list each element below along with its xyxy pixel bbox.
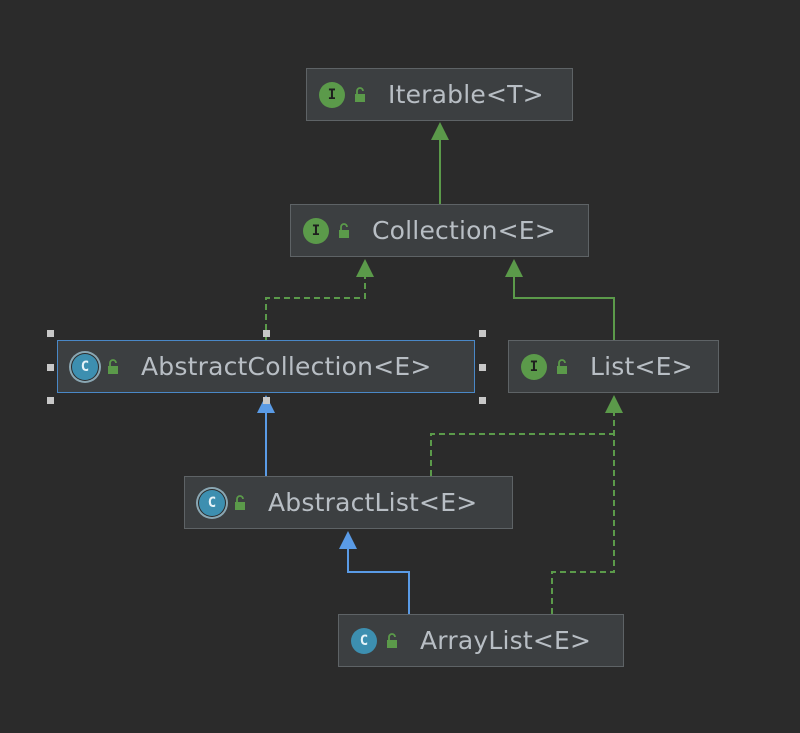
edge-array-list-to-list xyxy=(551,395,623,614)
node-abstract-list[interactable]: C AbstractList<E> xyxy=(184,476,513,529)
edge-list-to-collection xyxy=(505,259,615,340)
interface-icon: I xyxy=(303,217,329,244)
node-label: List<E> xyxy=(590,352,693,381)
node-abstract-collection[interactable]: C AbstractCollection<E> xyxy=(57,340,475,393)
selection-handle[interactable] xyxy=(47,397,54,404)
edge-abstract-list-to-list xyxy=(430,433,614,476)
selection-handle[interactable] xyxy=(47,330,54,337)
node-collection[interactable]: I Collection<E> xyxy=(290,204,589,257)
edge-array-list-to-abstract-list xyxy=(339,531,410,614)
public-access-icon xyxy=(339,222,349,238)
edge-abstract-collection-to-collection xyxy=(265,259,374,340)
interface-icon: I xyxy=(521,353,547,380)
abstract-class-icon: C xyxy=(199,489,225,516)
node-label: Collection<E> xyxy=(372,216,556,245)
node-label: AbstractList<E> xyxy=(268,488,478,517)
node-label: ArrayList<E> xyxy=(420,626,592,655)
interface-icon: I xyxy=(319,81,345,108)
public-access-icon xyxy=(355,86,365,102)
node-label: Iterable<T> xyxy=(388,80,544,109)
selection-handle[interactable] xyxy=(479,330,486,337)
node-array-list[interactable]: C ArrayList<E> xyxy=(338,614,624,667)
selection-handle[interactable] xyxy=(479,397,486,404)
edge-abstract-list-to-abstract-collection xyxy=(257,395,275,476)
public-access-icon xyxy=(387,632,397,648)
class-icon: C xyxy=(351,627,377,654)
edge-collection-to-iterable xyxy=(431,122,449,204)
selection-handle[interactable] xyxy=(47,364,54,371)
selection-handle[interactable] xyxy=(479,364,486,371)
public-access-icon xyxy=(557,358,567,374)
public-access-icon xyxy=(235,494,245,510)
selection-handle[interactable] xyxy=(263,397,270,404)
selection-handle[interactable] xyxy=(263,330,270,337)
node-label: AbstractCollection<E> xyxy=(141,352,432,381)
node-list[interactable]: I List<E> xyxy=(508,340,719,393)
public-access-icon xyxy=(108,358,118,374)
node-iterable[interactable]: I Iterable<T> xyxy=(306,68,573,121)
abstract-class-icon: C xyxy=(72,353,98,380)
